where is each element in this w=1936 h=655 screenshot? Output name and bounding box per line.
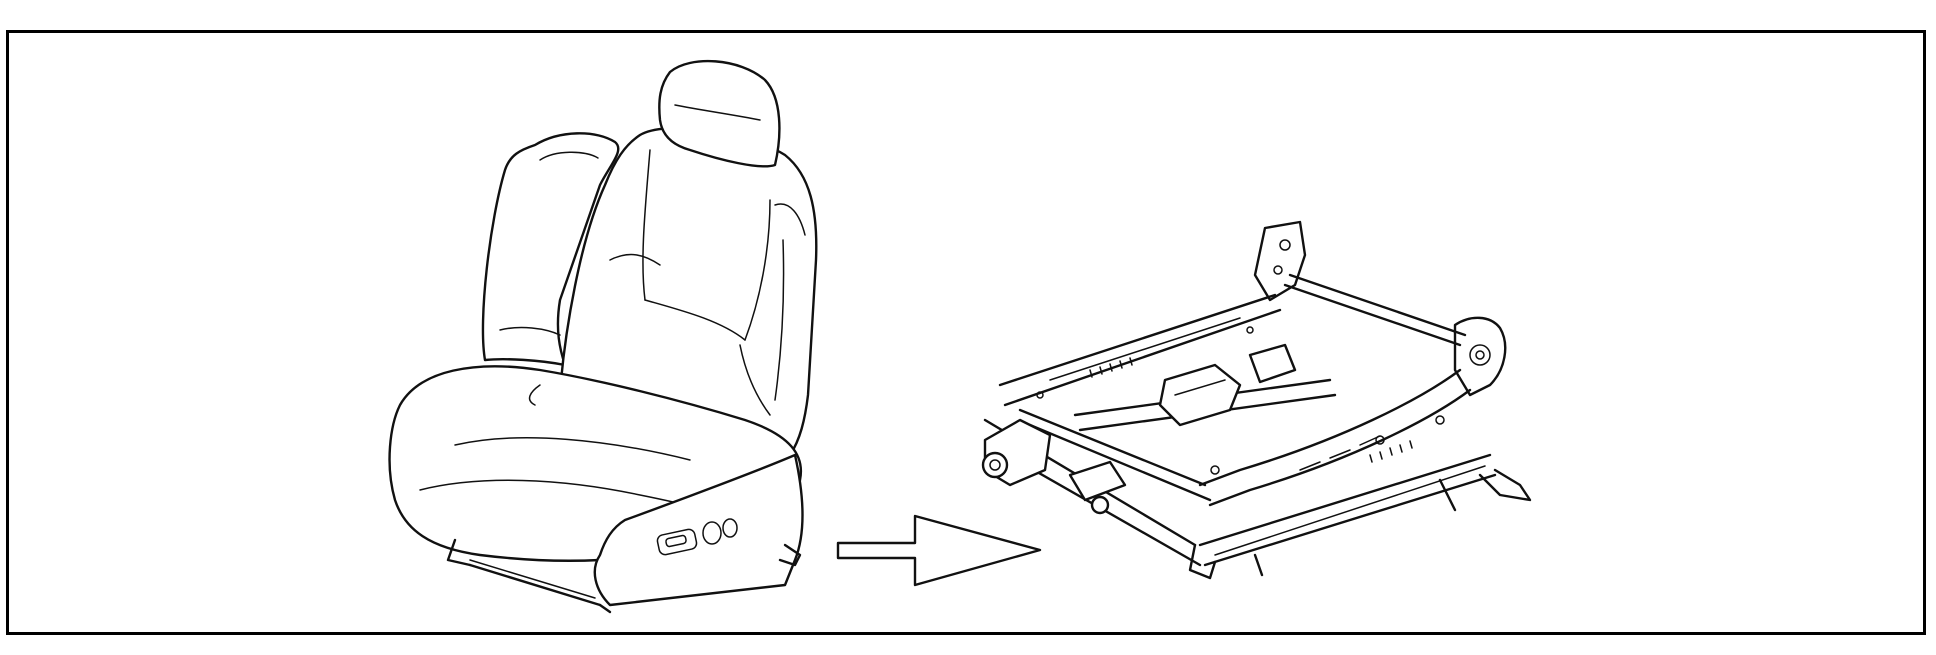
seat-assembly-icon [388, 59, 818, 614]
right-arrow-icon [836, 514, 1042, 587]
seat-frame-adjuster-icon [981, 220, 1532, 580]
